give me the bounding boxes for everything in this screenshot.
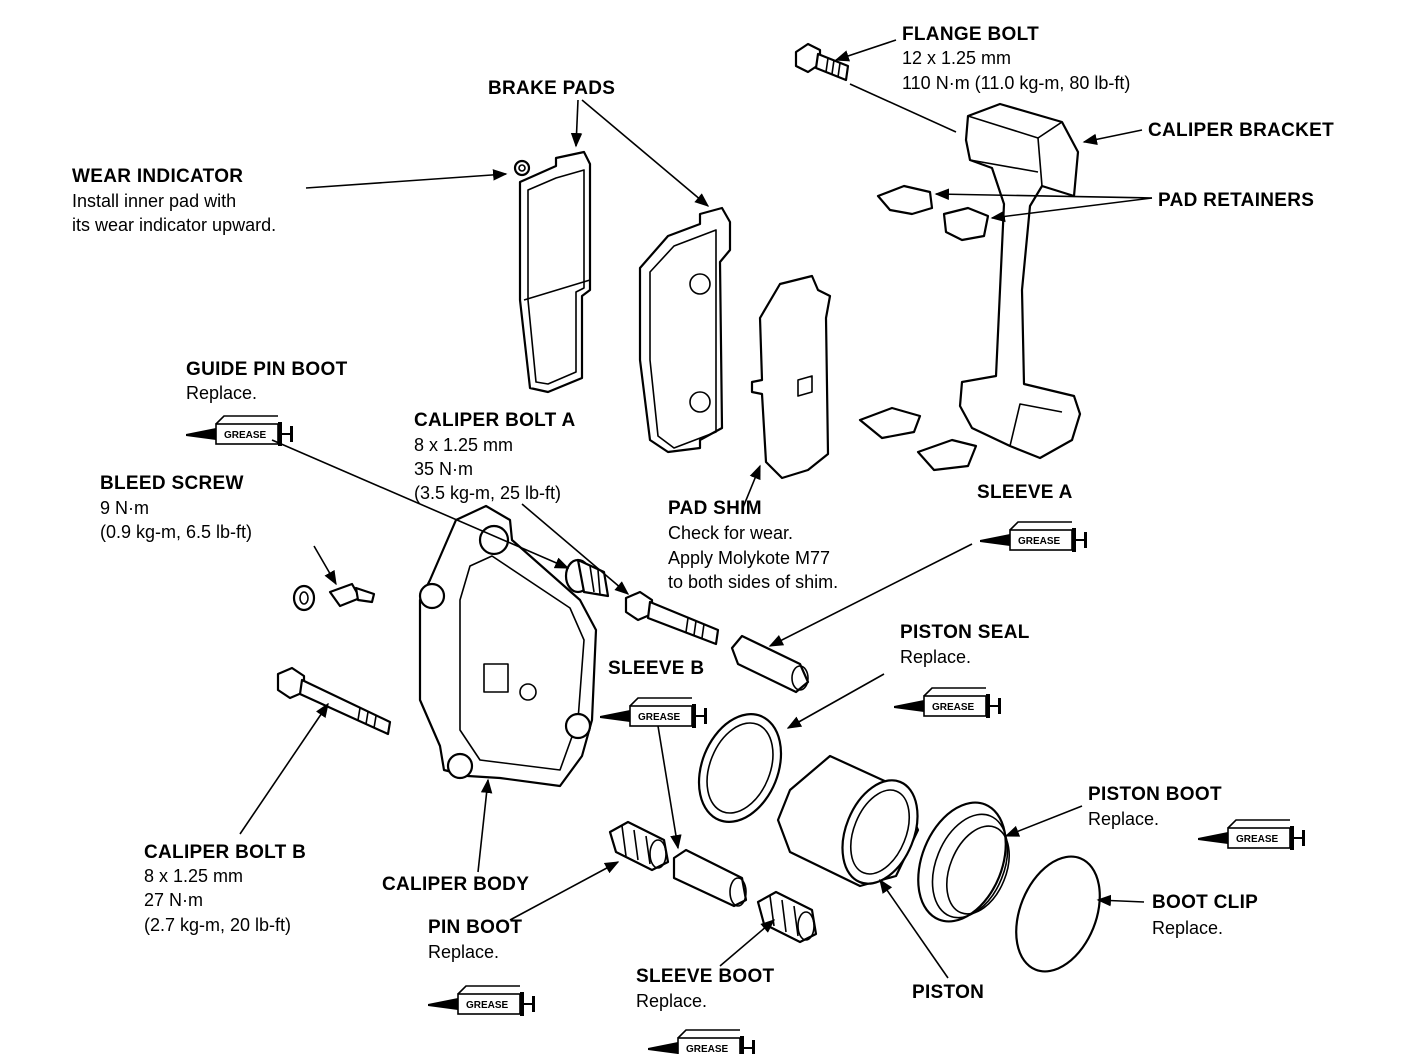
label-pad-shim: PAD SHIM Check for wear. Apply Molykote …	[668, 498, 838, 592]
grease-tube-icon: GREASE	[893, 687, 1002, 719]
piston-boot-part	[917, 801, 1010, 923]
grease-tube-icon: GREASE	[979, 521, 1088, 553]
pin-boot-line-1: Replace.	[428, 942, 499, 962]
piston-seal-part	[697, 713, 783, 823]
label-guide-pin-boot: GUIDE PIN BOOT Replace.	[186, 359, 348, 403]
flange-bolt-title: FLANGE BOLT	[902, 24, 1039, 45]
sleeve-boot-title: SLEEVE BOOT	[636, 966, 775, 987]
caliper-bolt-a-line-2: 35 N·m	[414, 459, 473, 479]
flange-bolt-part	[794, 42, 850, 82]
grease-label: GREASE	[932, 702, 975, 713]
caliper-bolt-b-line-3: (2.7 kg-m, 20 lb-ft)	[144, 915, 291, 935]
caliper-bolt-b-part	[276, 666, 392, 736]
caliper-bracket-title: CALIPER BRACKET	[1148, 120, 1334, 141]
caliper-bolt-a-line-1: 8 x 1.25 mm	[414, 435, 513, 455]
wear-indicator-line-1: Install inner pad with	[72, 191, 236, 211]
grease-label: GREASE	[686, 1044, 729, 1054]
inner-brake-pad-part	[513, 150, 592, 394]
piston-seal-title: PISTON SEAL	[900, 622, 1030, 643]
caliper-bolt-a-part	[624, 590, 720, 646]
pad-shim-line-3: to both sides of shim.	[668, 572, 838, 592]
grease-label: GREASE	[1236, 834, 1279, 845]
label-bleed-screw: BLEED SCREW 9 N·m (0.9 kg-m, 6.5 lb-ft)	[100, 473, 252, 542]
grease-tube-icon: GREASE	[427, 985, 536, 1017]
grease-label: GREASE	[466, 1000, 509, 1011]
guide-pin-boot-part	[564, 558, 610, 598]
pin-boot-title: PIN BOOT	[428, 917, 522, 938]
pad-shim-part	[750, 274, 832, 480]
sleeve-b-part	[672, 848, 748, 908]
flange-bolt-line-1: 12 x 1.25 mm	[902, 48, 1011, 68]
label-flange-bolt: FLANGE BOLT 12 x 1.25 mm 110 N·m (11.0 k…	[902, 24, 1130, 93]
caliper-bolt-a-title: CALIPER BOLT A	[414, 410, 575, 431]
label-piston-seal: PISTON SEAL Replace.	[900, 622, 1030, 667]
pad-shim-title: PAD SHIM	[668, 498, 762, 519]
label-caliper-bolt-b: CALIPER BOLT B 8 x 1.25 mm 27 N·m (2.7 k…	[144, 842, 306, 935]
caliper-body-title: CALIPER BODY	[382, 874, 529, 895]
grease-label: GREASE	[1018, 536, 1061, 547]
pad-retainers-title: PAD RETAINERS	[1158, 190, 1314, 211]
flange-bolt-line-2: 110 N·m (11.0 kg-m, 80 lb-ft)	[902, 73, 1130, 93]
caliper-body-part	[418, 504, 598, 788]
grease-tube-icon: GREASE	[185, 415, 294, 447]
pin-boot-part	[608, 820, 670, 872]
wear-indicator-title: WEAR INDICATOR	[72, 166, 243, 187]
sleeve-boot-line-1: Replace.	[636, 991, 707, 1011]
caliper-bolt-b-line-2: 27 N·m	[144, 890, 203, 910]
leader-lines	[239, 39, 1153, 979]
guide-pin-boot-title: GUIDE PIN BOOT	[186, 359, 348, 380]
piston-boot-title: PISTON BOOT	[1088, 784, 1222, 805]
caliper-bolt-b-line-1: 8 x 1.25 mm	[144, 866, 243, 886]
caliper-bolt-a-line-3: (3.5 kg-m, 25 lb-ft)	[414, 483, 561, 503]
bleed-screw-part	[292, 582, 376, 612]
pad-shim-line-2: Apply Molykote M77	[668, 548, 830, 568]
sleeve-boot-part	[756, 890, 818, 944]
brake-pads-title: BRAKE PADS	[488, 78, 615, 99]
caliper-bolt-b-title: CALIPER BOLT B	[144, 842, 306, 863]
grease-tube-icon: GREASE	[599, 697, 708, 729]
label-wear-indicator: WEAR INDICATOR Install inner pad with it…	[72, 166, 276, 235]
wear-indicator-line-2: its wear indicator upward.	[72, 215, 276, 235]
caliper-bracket-part	[958, 102, 1082, 460]
bleed-screw-line-1: 9 N·m	[100, 498, 149, 518]
pad-retainer-part	[858, 184, 990, 472]
boot-clip-title: BOOT CLIP	[1152, 892, 1258, 913]
label-caliper-bolt-a: CALIPER BOLT A 8 x 1.25 mm 35 N·m (3.5 k…	[414, 410, 575, 503]
grease-tube-icon: GREASE	[1197, 819, 1306, 851]
bleed-screw-title: BLEED SCREW	[100, 473, 244, 494]
piston-part	[776, 754, 920, 888]
sleeve-a-title: SLEEVE A	[977, 482, 1073, 503]
guide-pin-boot-line-1: Replace.	[186, 383, 257, 403]
label-piston-boot: PISTON BOOT Replace.	[1088, 784, 1222, 829]
label-boot-clip: BOOT CLIP Replace.	[1152, 892, 1258, 938]
label-pin-boot: PIN BOOT Replace.	[428, 917, 522, 962]
grease-tube-icon: GREASE	[647, 1029, 756, 1054]
piston-seal-line-1: Replace.	[900, 647, 971, 667]
piston-title: PISTON	[912, 982, 984, 1003]
boot-clip-part	[1015, 855, 1101, 973]
grease-label: GREASE	[224, 430, 267, 441]
sleeve-b-title: SLEEVE B	[608, 658, 704, 679]
pad-shim-line-1: Check for wear.	[668, 523, 793, 543]
outer-brake-pad-part	[638, 206, 732, 454]
piston-boot-line-1: Replace.	[1088, 809, 1159, 829]
label-sleeve-boot: SLEEVE BOOT Replace.	[636, 966, 775, 1011]
grease-label: GREASE	[638, 712, 681, 723]
bleed-screw-line-2: (0.9 kg-m, 6.5 lb-ft)	[100, 522, 252, 542]
sleeve-a-part	[730, 634, 810, 694]
boot-clip-line-1: Replace.	[1152, 918, 1223, 938]
